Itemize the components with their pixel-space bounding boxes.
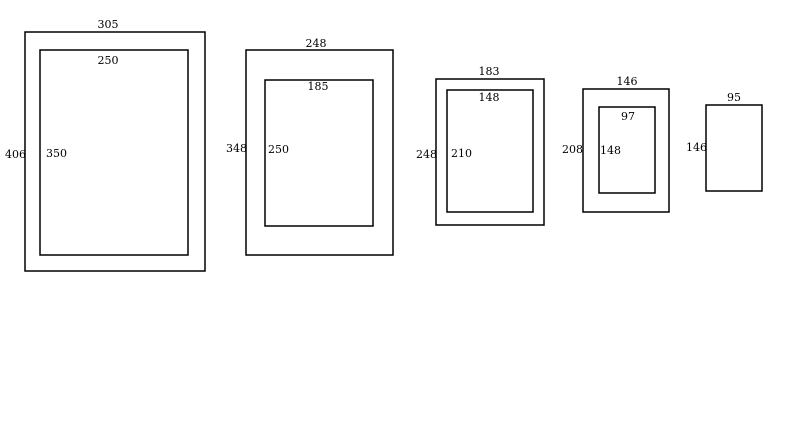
- frame-4: 146 208 97 148: [562, 75, 670, 213]
- frame-5-outer-height-label: 146: [686, 141, 707, 154]
- frame-2-inner-width-label: 185: [308, 80, 329, 93]
- frame-3-outer-height-label: 248: [416, 148, 437, 161]
- frame-3-inner-width-label: 148: [479, 91, 500, 104]
- frame-3-inner-rect: [446, 89, 534, 213]
- frame-4-outer-height-label: 208: [562, 143, 583, 156]
- frame-5-outer-width-label: 95: [727, 91, 741, 104]
- frame-4-inner-height-label: 148: [600, 144, 621, 157]
- frame-3-outer-width-label: 183: [479, 65, 500, 78]
- frame-2: 248 348 185 250: [226, 37, 394, 256]
- frame-1-inner-rect: [39, 49, 189, 256]
- frame-1: 305 406 250 350: [5, 18, 206, 272]
- frame-2-inner-rect: [264, 79, 374, 227]
- frame-2-outer-rect: [245, 49, 394, 256]
- frame-2-inner-height-label: 250: [268, 143, 289, 156]
- frame-1-outer-width-label: 305: [98, 18, 119, 31]
- frame-2-outer-width-label: 248: [306, 37, 327, 50]
- frame-1-inner-height-label: 350: [46, 147, 67, 160]
- frame-4-outer-width-label: 146: [617, 75, 638, 88]
- frame-5-outer-rect: [705, 104, 763, 192]
- frame-3-outer-rect: [435, 78, 545, 226]
- frame-1-inner-width-label: 250: [98, 54, 119, 67]
- frame-2-outer-height-label: 348: [226, 142, 247, 155]
- frame-1-outer-rect: [24, 31, 206, 272]
- frame-4-inner-rect: [598, 106, 656, 194]
- frame-5: 95 146: [686, 91, 763, 192]
- frame-4-inner-width-label: 97: [621, 110, 635, 123]
- frame-3: 183 248 148 210: [416, 65, 545, 226]
- frame-3-inner-height-label: 210: [451, 147, 472, 160]
- frame-1-outer-height-label: 406: [5, 148, 26, 161]
- frame-4-outer-rect: [582, 88, 670, 213]
